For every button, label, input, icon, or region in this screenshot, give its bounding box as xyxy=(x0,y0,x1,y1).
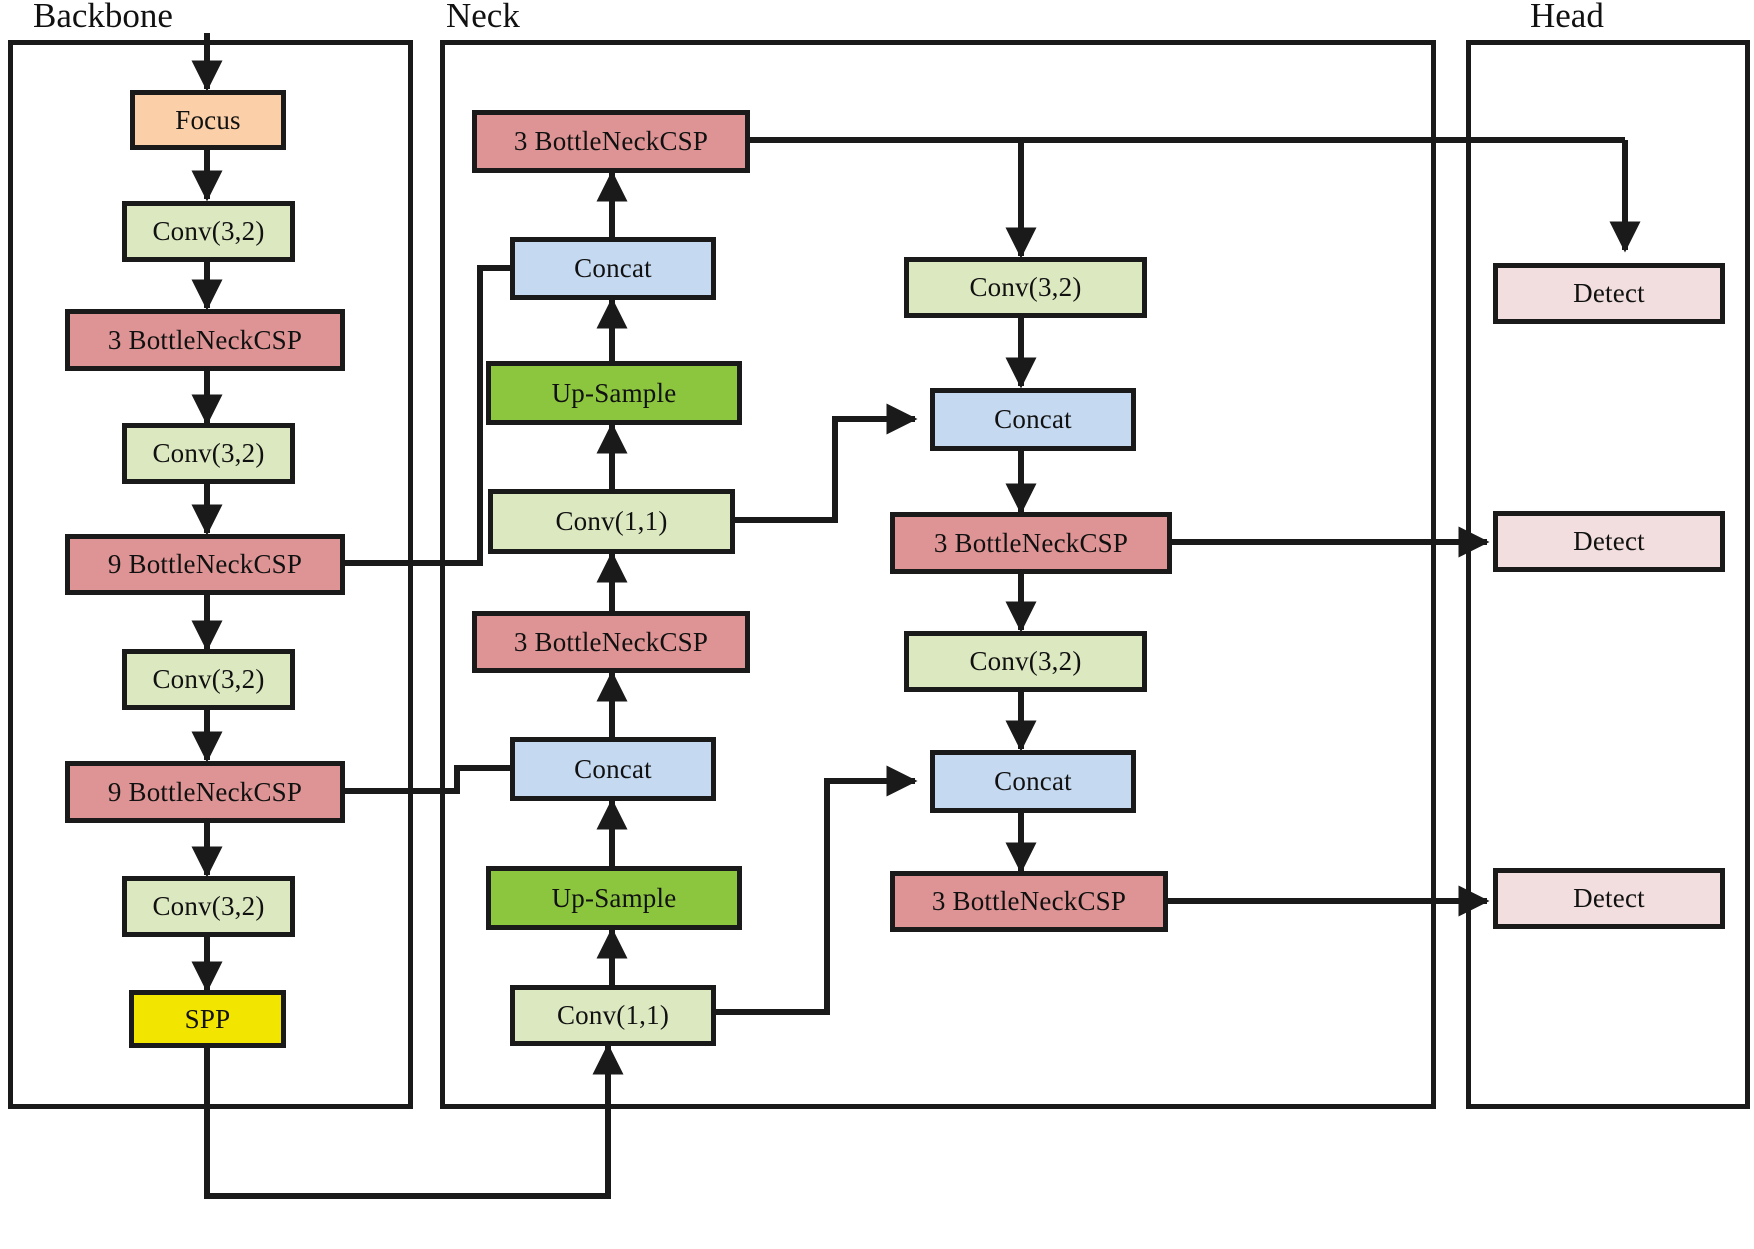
node-neck-concat-bottom[interactable]: Concat xyxy=(510,737,716,801)
node-backbone-conv3[interactable]: Conv(3,2) xyxy=(122,649,295,710)
head-title: Head xyxy=(1530,0,1604,35)
node-neck-right-concat-bottom[interactable]: Concat xyxy=(930,750,1136,813)
node-neck-right-conv-bottom[interactable]: Conv(3,2) xyxy=(904,631,1147,692)
node-neck-concat-top[interactable]: Concat xyxy=(510,237,716,300)
node-neck-right-bottleneck-bottom[interactable]: 3 BottleNeckCSP xyxy=(890,871,1168,932)
node-detect-3[interactable]: Detect xyxy=(1493,868,1725,929)
node-backbone-bottleneck2[interactable]: 9 BottleNeckCSP xyxy=(65,534,345,595)
node-detect-1[interactable]: Detect xyxy=(1493,263,1725,324)
node-backbone-bottleneck3[interactable]: 9 BottleNeckCSP xyxy=(65,761,345,823)
node-neck-upsample-top[interactable]: Up-Sample xyxy=(486,361,742,425)
node-backbone-conv1[interactable]: Conv(3,2) xyxy=(122,201,295,262)
node-neck-bottleneck-top[interactable]: 3 BottleNeckCSP xyxy=(472,110,750,173)
node-neck-upsample-bottom[interactable]: Up-Sample xyxy=(486,866,742,930)
node-backbone-conv4[interactable]: Conv(3,2) xyxy=(122,876,295,937)
node-backbone-bottleneck1[interactable]: 3 BottleNeckCSP xyxy=(65,309,345,371)
head-group-box xyxy=(1466,40,1750,1109)
neck-group-box xyxy=(440,40,1436,1109)
node-neck-right-conv-top[interactable]: Conv(3,2) xyxy=(904,257,1147,318)
node-neck-right-concat-top[interactable]: Concat xyxy=(930,388,1136,451)
node-neck-conv11-top[interactable]: Conv(1,1) xyxy=(488,489,735,554)
node-spp[interactable]: SPP xyxy=(129,990,286,1048)
node-neck-bottleneck-mid[interactable]: 3 BottleNeckCSP xyxy=(472,611,750,673)
node-neck-conv11-bottom[interactable]: Conv(1,1) xyxy=(510,985,716,1046)
node-backbone-conv2[interactable]: Conv(3,2) xyxy=(122,423,295,484)
node-detect-2[interactable]: Detect xyxy=(1493,511,1725,572)
neck-title: Neck xyxy=(446,0,520,35)
node-neck-right-bottleneck-top[interactable]: 3 BottleNeckCSP xyxy=(890,512,1172,574)
node-focus[interactable]: Focus xyxy=(130,90,286,150)
backbone-title: Backbone xyxy=(33,0,173,35)
